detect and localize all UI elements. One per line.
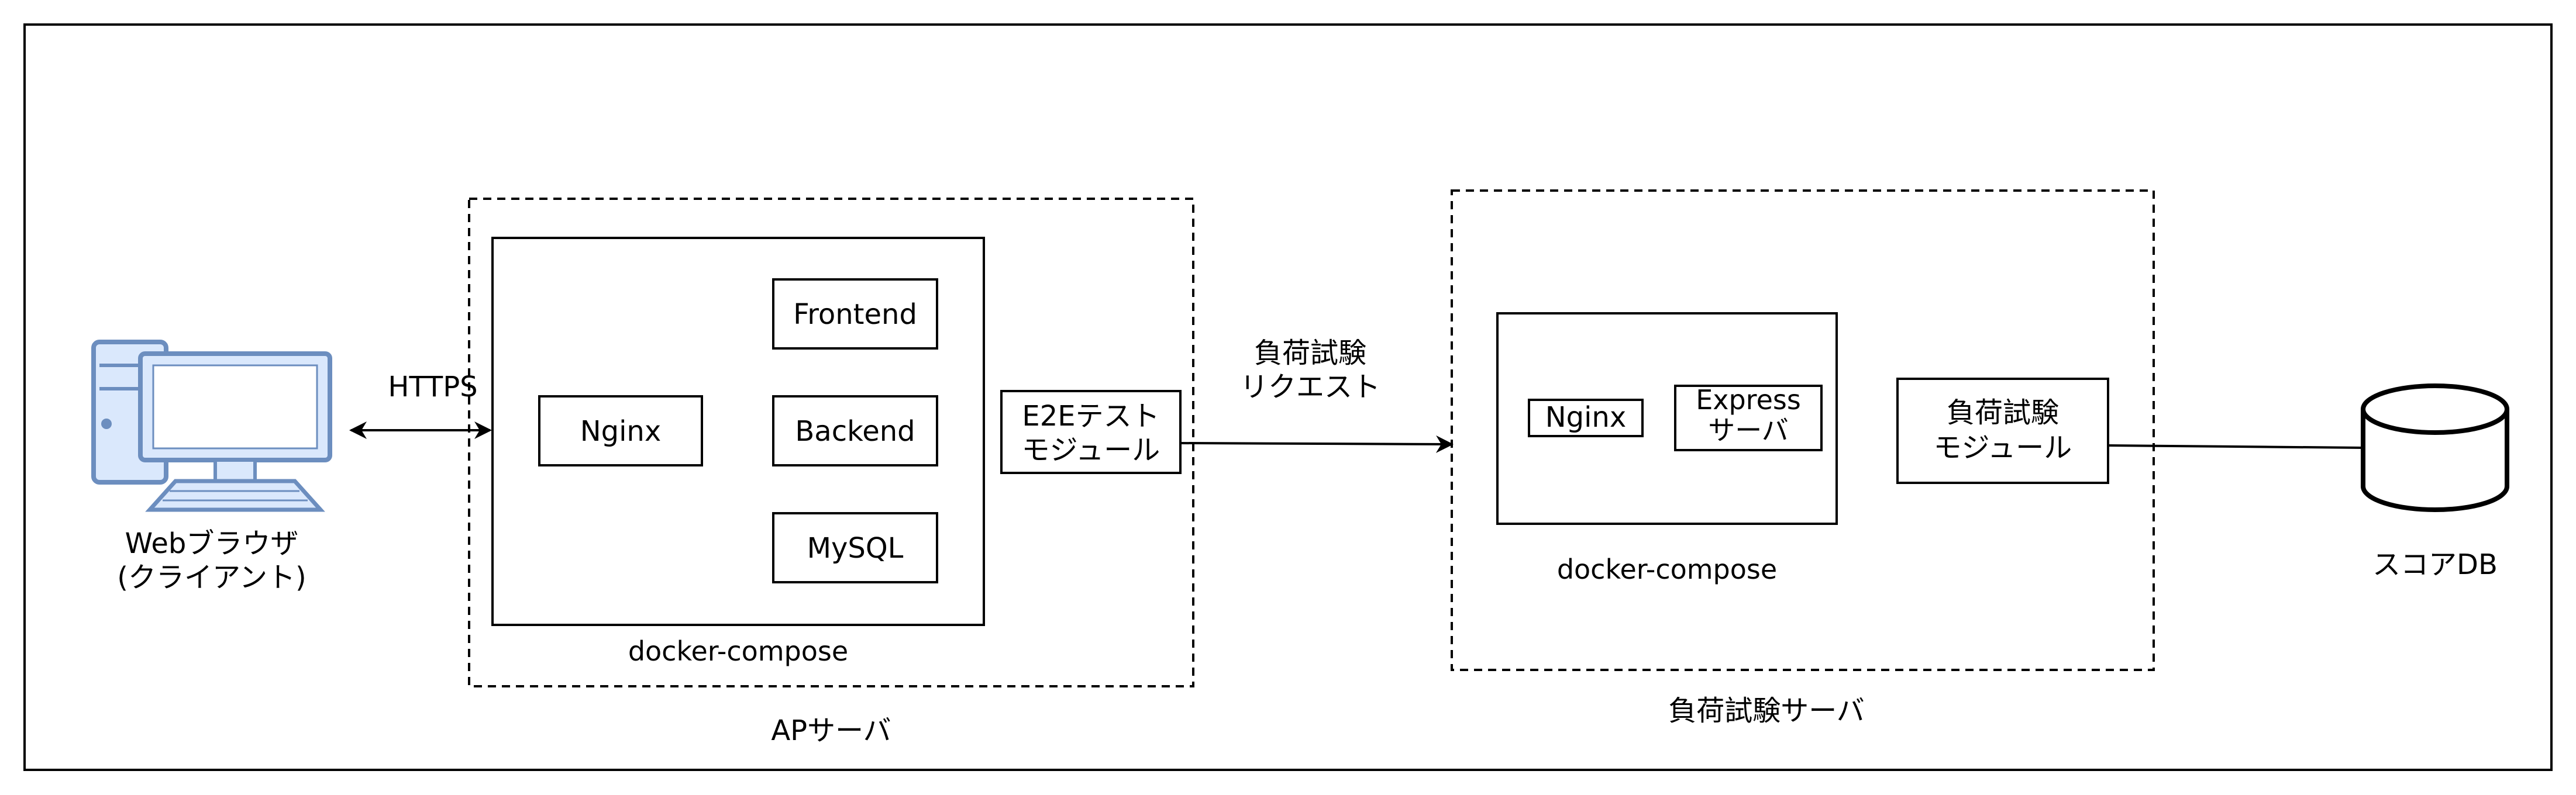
ap-server-boundary <box>468 198 1194 687</box>
desktop-computer-icon <box>91 340 332 512</box>
e2e-module-line1: E2Eテスト <box>1022 400 1159 433</box>
mysql-box <box>772 512 938 583</box>
request-label-line2: リクエスト <box>1240 371 1380 403</box>
load-nginx-label: Nginx <box>1545 401 1627 434</box>
load-test-module-line1: 負荷試験 <box>1947 396 2059 429</box>
e2e-module-line2: モジュール <box>1022 434 1160 466</box>
express-server-line1: Express <box>1696 384 1801 416</box>
backend-label: Backend <box>795 415 915 448</box>
load-test-module-line2: モジュール <box>1934 431 2072 464</box>
load-server-label: 負荷試験サーバ <box>1668 694 1865 727</box>
express-server-box <box>1674 385 1823 451</box>
load-server-boundary <box>1451 189 2155 671</box>
database-cylinder-icon <box>2361 383 2509 512</box>
frontend-label: Frontend <box>793 298 917 331</box>
outer-frame <box>23 23 2553 771</box>
mysql-label: MySQL <box>807 532 904 565</box>
load-test-module-box <box>1896 378 2109 484</box>
express-server-line2: サーバ <box>1708 414 1789 446</box>
https-label: HTTPS <box>388 371 477 403</box>
request-label-line1: 負荷試験 <box>1254 337 1366 369</box>
db-connection <box>2107 444 2364 449</box>
backend-box <box>772 395 938 466</box>
score-db-label: スコアDB <box>2372 548 2498 581</box>
client-label-line2: (クライアント) <box>117 561 306 594</box>
ap-nginx-label: Nginx <box>580 415 662 448</box>
frontend-box <box>772 278 938 350</box>
client-label-line1: Webブラウザ <box>125 527 299 560</box>
load-nginx-box <box>1528 399 1644 437</box>
ap-nginx-box <box>538 395 703 466</box>
ap-server-label: APサーバ <box>771 714 891 747</box>
load-compose-label: docker-compose <box>1557 554 1777 585</box>
load-test-request-arrow <box>1180 435 1454 453</box>
ap-compose-label: docker-compose <box>628 635 848 667</box>
e2e-module-box <box>1000 390 1182 474</box>
